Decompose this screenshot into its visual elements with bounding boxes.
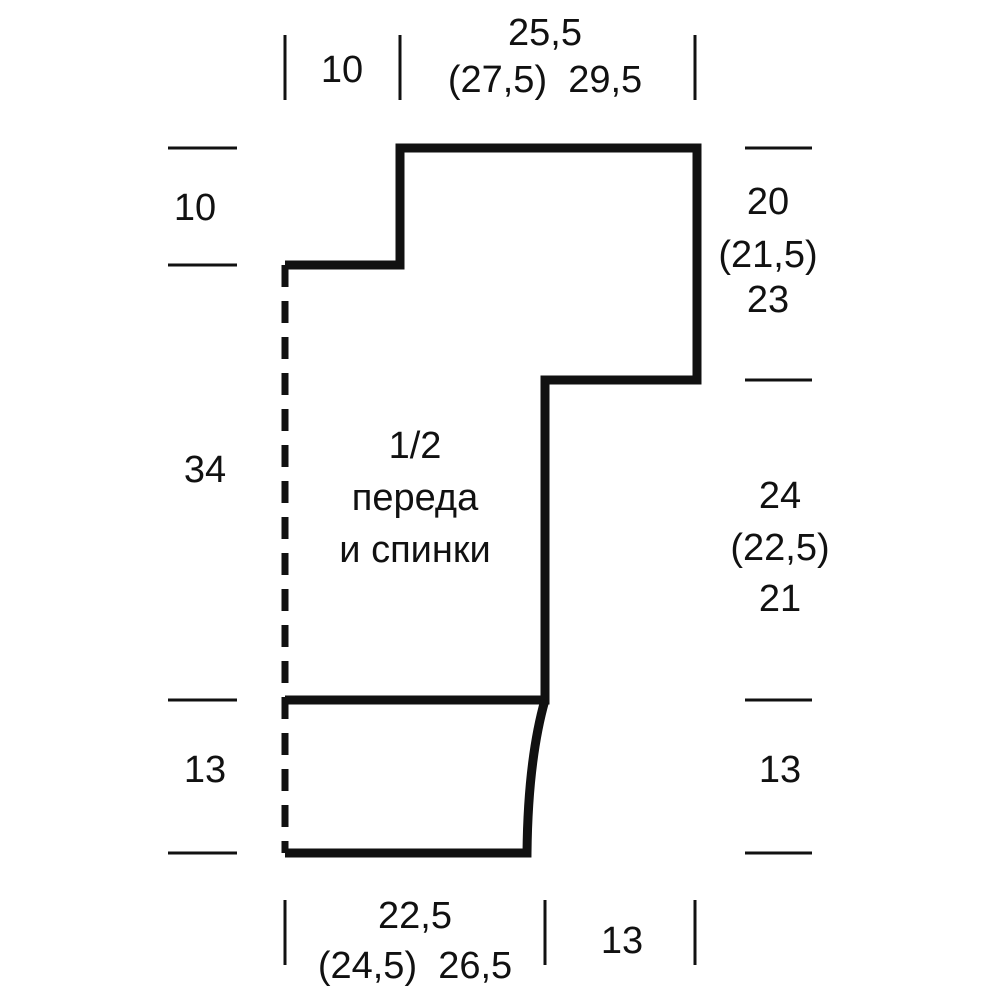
top-left-width: 10 bbox=[321, 49, 363, 91]
rib-outline bbox=[285, 698, 550, 858]
right-sleeve-height-3: 23 bbox=[747, 279, 789, 321]
left-shoulder-height: 10 bbox=[174, 187, 216, 229]
right-sleeve-height-1: 20 bbox=[747, 181, 789, 223]
bottom-right-width: 13 bbox=[601, 920, 643, 962]
bottom-width-1: 22,5 bbox=[378, 895, 452, 937]
bottom-width-2: (24,5) 26,5 bbox=[318, 945, 512, 987]
left-dimension-ticks bbox=[168, 146, 237, 855]
top-right-width-2: (27,5) 29,5 bbox=[448, 59, 642, 101]
piece-label-3: и спинки bbox=[339, 529, 490, 571]
right-side-height-2: (22,5) bbox=[730, 527, 829, 569]
left-rib-height: 13 bbox=[184, 749, 226, 791]
right-dimension-ticks bbox=[745, 146, 812, 855]
top-right-width-1: 25,5 bbox=[508, 12, 582, 54]
right-side-height-3: 21 bbox=[759, 578, 801, 620]
bottom-dimension-ticks bbox=[283, 900, 697, 965]
piece-label-1: 1/2 bbox=[389, 425, 442, 467]
piece-label-2: переда bbox=[352, 477, 479, 519]
left-body-height: 34 bbox=[184, 449, 226, 491]
right-sleeve-height-2: (21,5) bbox=[718, 234, 817, 276]
garment-outline bbox=[285, 143, 702, 705]
top-dimension-ticks bbox=[283, 35, 697, 100]
right-side-height-1: 24 bbox=[759, 475, 801, 517]
right-rib-height: 13 bbox=[759, 749, 801, 791]
